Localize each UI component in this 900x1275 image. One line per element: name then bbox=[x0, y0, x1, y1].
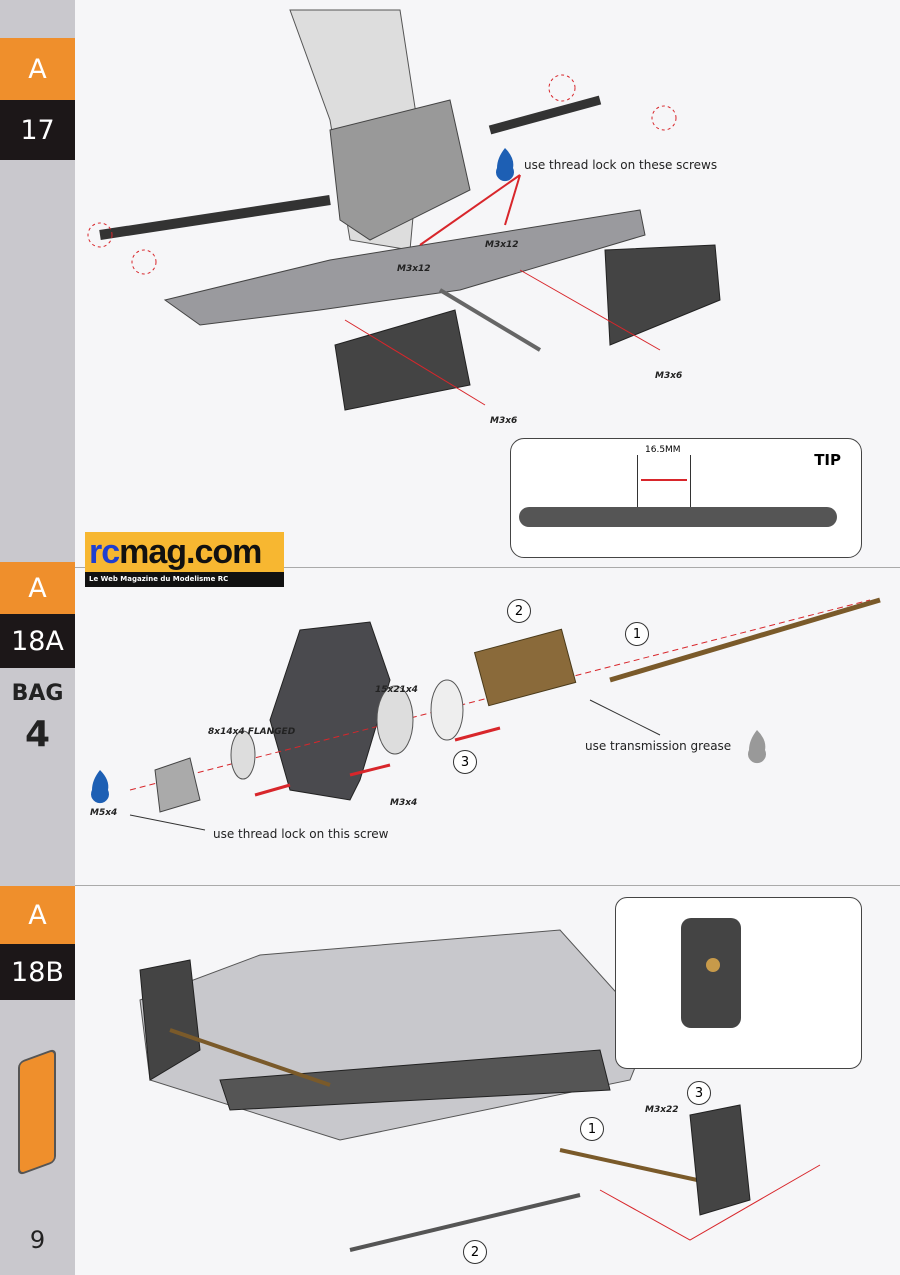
hub-carrier-illustration bbox=[91, 597, 881, 831]
screw-label: M3x4 bbox=[390, 798, 418, 808]
tip-dimension: 16.5MM bbox=[645, 445, 681, 455]
screw-label: M3x12 bbox=[485, 240, 519, 250]
callout-number: 1 bbox=[625, 622, 649, 646]
screw-label: M3x6 bbox=[655, 371, 683, 381]
threadlock-note: use thread lock on these screws bbox=[524, 158, 718, 172]
screw-label: M3x22 bbox=[645, 1105, 679, 1115]
sidebar: A 17 A 18A BAG 4 A 18B 9 bbox=[0, 0, 75, 1275]
screw-label: M3x12 bbox=[397, 264, 431, 274]
dimension-lines bbox=[637, 455, 691, 515]
section-divider bbox=[75, 885, 900, 886]
bearing-detail bbox=[706, 958, 720, 972]
section-divider bbox=[75, 567, 900, 568]
turnbuckle-image bbox=[519, 507, 837, 527]
tip-title: TIP bbox=[814, 451, 841, 469]
rear-assembly-illustration bbox=[139, 929, 821, 1252]
bearing-label: 15x21x4 bbox=[375, 685, 418, 695]
dimension-arrow bbox=[641, 479, 687, 481]
grease-note: use transmission grease bbox=[585, 739, 732, 753]
threadlock-drop-icon bbox=[495, 148, 514, 182]
tip-box: TIP 16.5MM bbox=[510, 438, 862, 558]
grease-drop-icon bbox=[747, 730, 766, 764]
step-number-tab: 18A bbox=[0, 614, 75, 668]
bearing-label: 8x14x4 FLANGED bbox=[208, 727, 296, 737]
rear-suspension-illustration bbox=[87, 9, 721, 411]
callout-number: 2 bbox=[463, 1240, 487, 1264]
bag-label: BAG bbox=[11, 680, 64, 706]
step-number-tab: 17 bbox=[0, 100, 75, 160]
step-group-tab: A bbox=[0, 562, 75, 614]
threadlock-note: use thread lock on this screw bbox=[213, 827, 389, 841]
bag-number: 4 bbox=[24, 713, 51, 755]
screw-label: M3x6 bbox=[490, 416, 518, 426]
page-number: 9 bbox=[29, 1226, 46, 1254]
screw-label: M5x4 bbox=[90, 808, 118, 818]
hub-carrier-detail-image bbox=[681, 918, 741, 1028]
callout-number: 2 bbox=[507, 599, 531, 623]
watermark-name: mag.com bbox=[119, 533, 262, 571]
callout-number: 3 bbox=[453, 750, 477, 774]
step-group-tab: A bbox=[0, 886, 75, 944]
watermark-tagline: Le Web Magazine du Modelisme RC bbox=[85, 572, 284, 587]
callout-number: 1 bbox=[580, 1117, 604, 1141]
detail-inset bbox=[615, 897, 862, 1069]
callout-number: 3 bbox=[687, 1081, 711, 1105]
step-group-tab: A bbox=[0, 38, 75, 100]
watermark-logo: rcmag.com Le Web Magazine du Modelisme R… bbox=[85, 532, 284, 587]
threadlock-drop-icon bbox=[91, 770, 109, 804]
step-number-tab: 18B bbox=[0, 944, 75, 1000]
